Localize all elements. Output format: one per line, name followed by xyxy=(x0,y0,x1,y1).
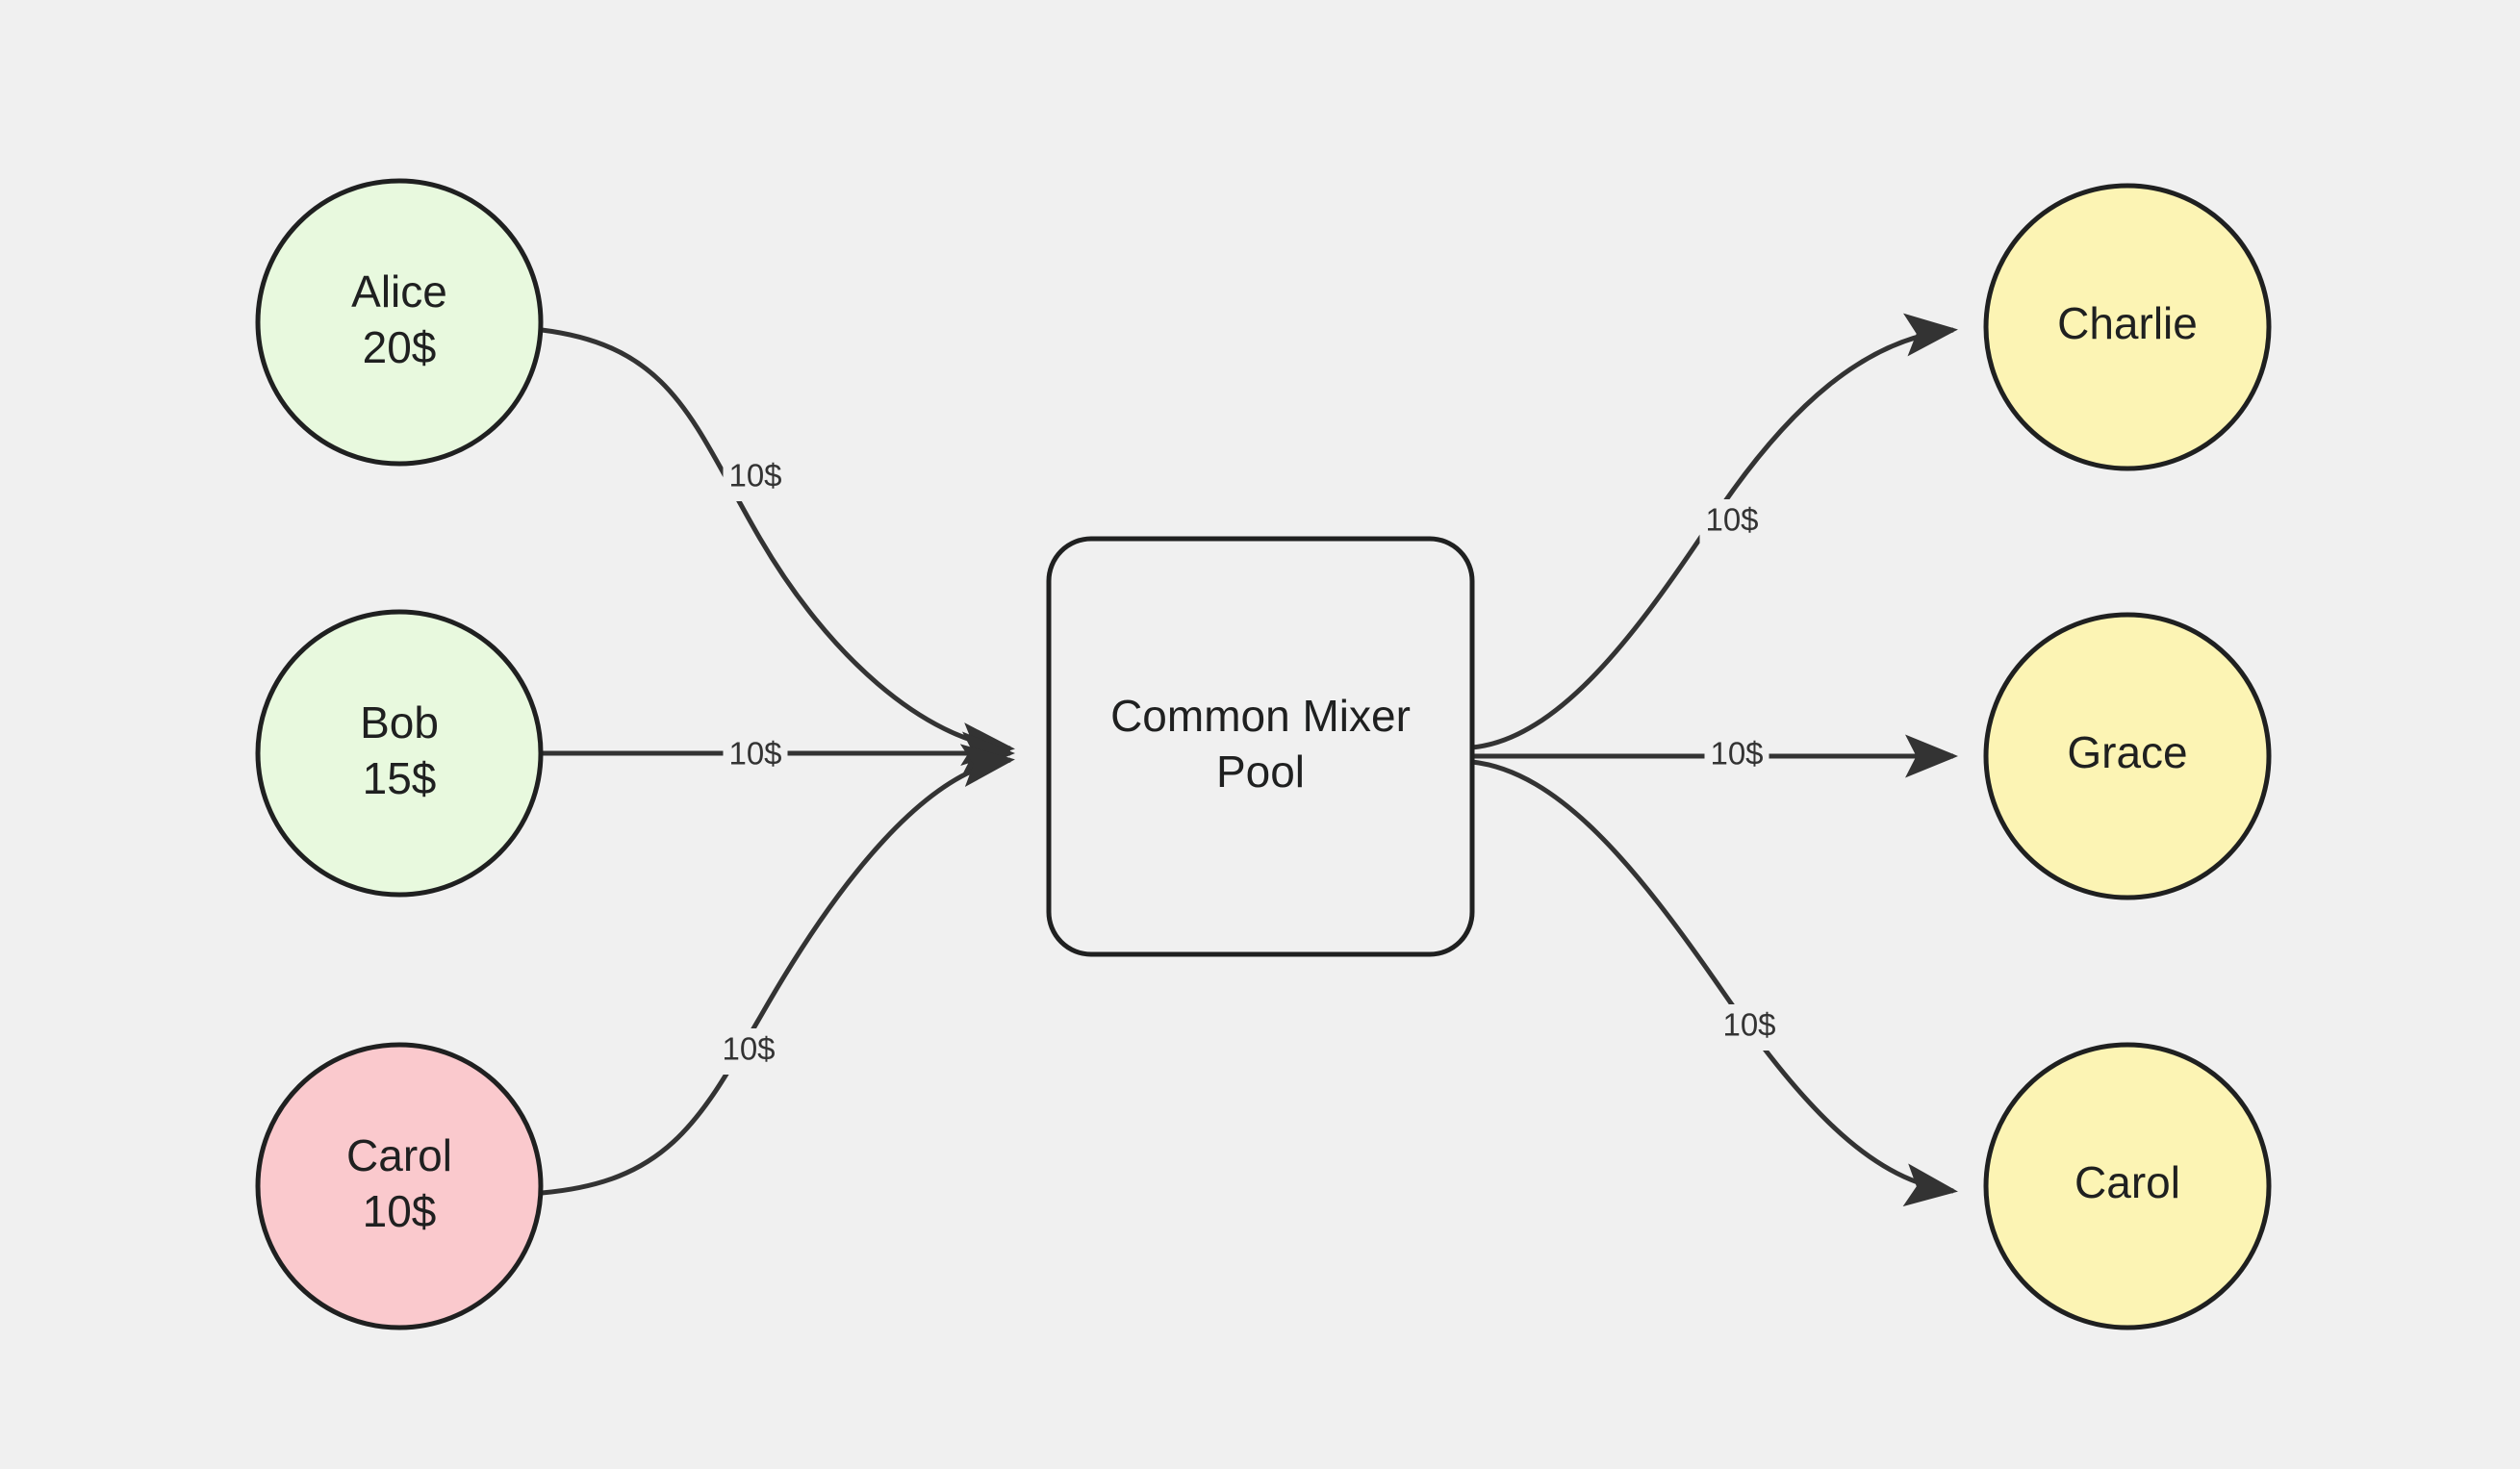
node-carol_out[interactable]: Carol xyxy=(1983,1042,2272,1330)
edge-carol-mixer xyxy=(541,744,1015,1196)
edge-label-bg xyxy=(1717,1004,1782,1051)
edge-mixer-carol xyxy=(1471,759,1958,1207)
edge-label-text: 10$ xyxy=(722,1031,775,1067)
node-shape-charlie xyxy=(1983,183,2272,471)
node-label-charlie: Charlie xyxy=(2057,298,2198,348)
edge-label-text: 10$ xyxy=(1710,736,1763,772)
node-bob[interactable]: Bob 15$ xyxy=(255,609,544,898)
edge-alice-mixer xyxy=(541,327,1015,766)
edge-label-mixer-charlie: 10$ xyxy=(1699,499,1765,545)
node-label-alice-line2: 20$ xyxy=(363,322,437,372)
edge-label-bg xyxy=(723,733,788,779)
node-shape-carol_in xyxy=(255,1042,544,1330)
edge-label-alice-mixer: 10$ xyxy=(723,455,788,501)
edge-label-bob-mixer: 10$ xyxy=(723,733,788,779)
edge-label-bg xyxy=(1699,499,1765,545)
edge-label-bg xyxy=(716,1028,781,1075)
node-label-alice-line1: Alice xyxy=(351,266,447,317)
node-grace[interactable]: Grace xyxy=(1983,612,2272,900)
edge-label-text: 10$ xyxy=(1722,1007,1775,1043)
edge-label-mixer-carol: 10$ xyxy=(1717,1004,1782,1051)
node-label-grace: Grace xyxy=(2067,727,2187,777)
node-shape-grace xyxy=(1983,612,2272,900)
edge-labels-layer: 10$ 10$ 10$ 10$ 10$ 10$ xyxy=(716,455,1782,1075)
node-charlie[interactable]: Charlie xyxy=(1983,183,2272,471)
node-label-mixer-line2: Pool xyxy=(1216,747,1305,797)
node-shape-mixer xyxy=(1046,536,1475,957)
node-label-mixer-line1: Common Mixer xyxy=(1110,691,1411,741)
edge-label-text: 10$ xyxy=(728,736,781,772)
edge-label-bg xyxy=(1704,733,1769,779)
node-shape-bob xyxy=(255,609,544,898)
node-carol_in[interactable]: Carol 10$ xyxy=(255,1042,544,1330)
node-label-bob-line1: Bob xyxy=(360,697,439,747)
node-shape-alice xyxy=(255,178,544,467)
edge-label-mixer-grace: 10$ xyxy=(1704,733,1769,779)
node-label-carol_in-line2: 10$ xyxy=(363,1186,437,1236)
edge-label-bg xyxy=(723,455,788,501)
node-label-carol_out: Carol xyxy=(2075,1157,2180,1207)
edge-label-text: 10$ xyxy=(728,458,781,494)
edge-label-text: 10$ xyxy=(1705,502,1758,538)
node-shape-carol_out xyxy=(1983,1042,2272,1330)
node-label-carol_in-line1: Carol xyxy=(346,1130,452,1180)
edge-label-carol-mixer: 10$ xyxy=(716,1028,781,1075)
node-label-bob-line2: 15$ xyxy=(363,753,437,803)
